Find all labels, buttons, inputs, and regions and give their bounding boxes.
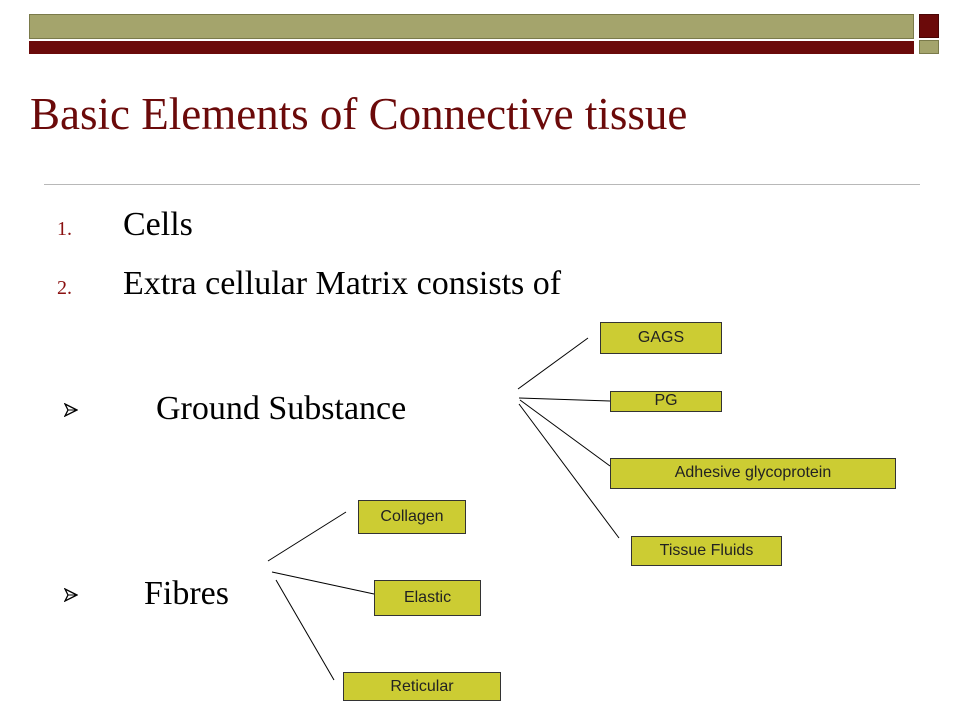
bullet-text: Ground Substance <box>156 390 407 427</box>
box-adhesive-glycoprotein: Adhesive glycoprotein <box>610 458 896 489</box>
connector-gags <box>517 337 589 390</box>
box-reticular: Reticular <box>343 672 501 701</box>
box-collagen: Collagen <box>358 500 466 534</box>
connector-reticular <box>275 579 335 681</box>
bullet-text: Fibres <box>144 575 229 612</box>
header-bar <box>29 14 914 54</box>
box-gags: GAGS <box>600 322 722 354</box>
list-item-matrix: 2. Extra cellular Matrix consists of <box>57 265 561 303</box>
arrowhead-bullet-icon <box>64 588 78 602</box>
title-divider <box>44 184 920 185</box>
arrowhead-bullet-icon <box>64 403 78 417</box>
box-pg: PG <box>610 391 722 412</box>
list-number: 1. <box>57 218 72 240</box>
box-tissue-fluids: Tissue Fluids <box>631 536 782 566</box>
list-text: Extra cellular Matrix consists of <box>123 265 562 302</box>
box-elastic: Elastic <box>374 580 481 616</box>
list-text: Cells <box>123 206 193 243</box>
connector-pg <box>518 397 611 402</box>
list-number: 2. <box>57 277 72 299</box>
corner-square-maroon <box>919 14 939 38</box>
list-item-cells: 1. Cells <box>57 206 193 244</box>
slide-title: Basic Elements of Connective tissue <box>30 89 688 139</box>
connector-elastic <box>271 571 375 595</box>
connector-tissue-fluids <box>518 403 620 539</box>
connector-adhesive <box>519 399 611 467</box>
connector-collagen <box>267 511 347 562</box>
header-olive-band <box>29 14 914 39</box>
corner-square-olive <box>919 40 939 54</box>
header-maroon-band <box>29 41 914 54</box>
